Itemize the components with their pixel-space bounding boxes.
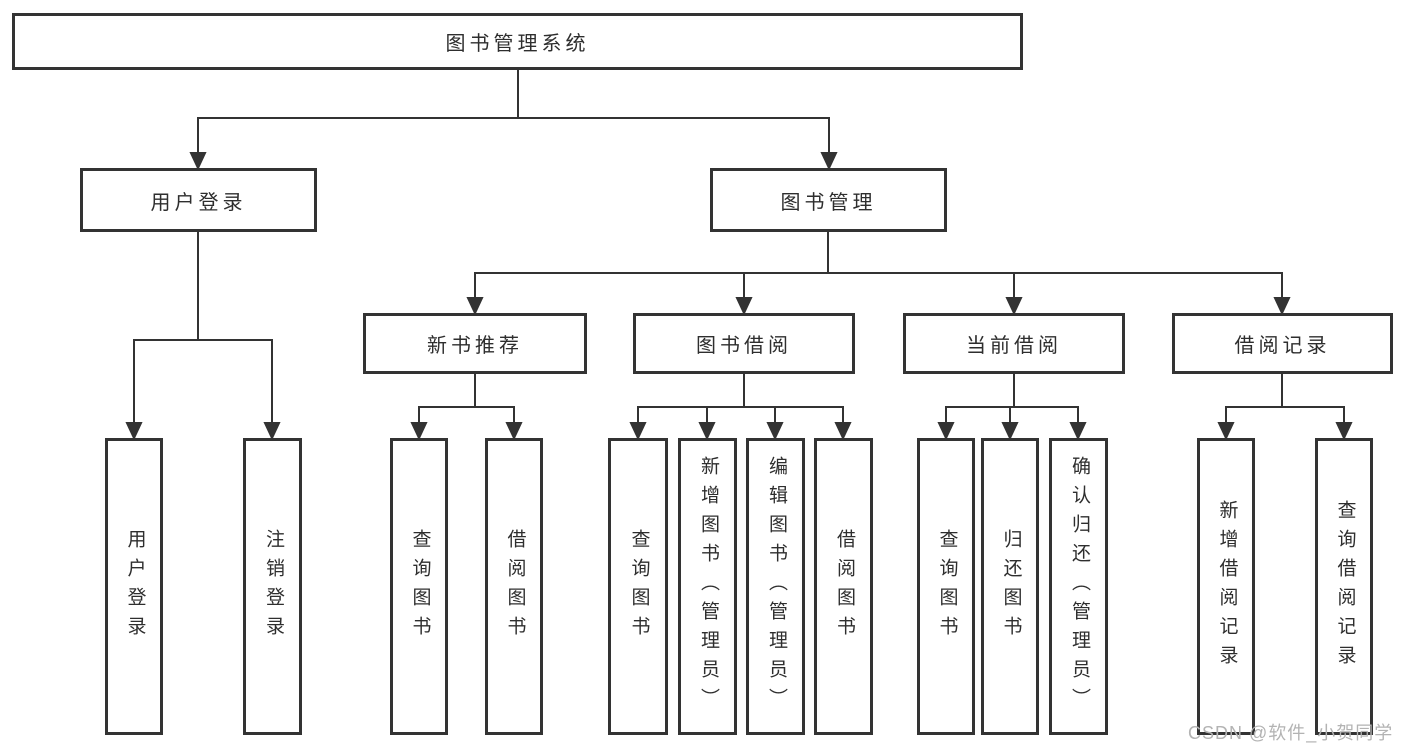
leaf-borrow-books-borrowing: 借阅图书: [814, 438, 873, 735]
leaf-return-book: 归还图书: [981, 438, 1039, 735]
leaf-logout-label: 注销登录: [262, 528, 284, 645]
leaf-borrow-books-recommend: 借阅图书: [485, 438, 543, 735]
leaf-add-book-admin: 新增图书（管理员）: [678, 438, 737, 735]
node-borrowing-records-label: 借阅记录: [1234, 335, 1331, 357]
leaf-query-books-current: 查询图书: [917, 438, 975, 735]
leaf-query-books-recommend-label: 查询图书: [409, 528, 431, 645]
leaf-query-borrow-record: 查询借阅记录: [1315, 438, 1373, 735]
node-root-library-system: 图书管理系统: [12, 13, 1023, 70]
leaf-add-borrow-record: 新增借阅记录: [1197, 438, 1255, 735]
leaf-query-books-current-label: 查询图书: [936, 528, 958, 645]
leaf-return-book-label: 归还图书: [1000, 528, 1022, 645]
leaf-edit-book-admin: 编辑图书（管理员）: [746, 438, 805, 735]
node-book-borrowing: 图书借阅: [633, 313, 855, 374]
leaf-query-books-borrowing: 查询图书: [608, 438, 668, 735]
node-borrowing-records: 借阅记录: [1172, 313, 1393, 374]
leaf-add-book-admin-label: 新增图书（管理员）: [697, 456, 719, 717]
leaf-confirm-return-admin-label: 确认归还（管理员）: [1068, 456, 1090, 717]
leaf-user-login: 用户登录: [105, 438, 163, 735]
leaf-edit-book-admin-label: 编辑图书（管理员）: [765, 456, 787, 717]
leaf-query-books-recommend: 查询图书: [390, 438, 448, 735]
node-book-management: 图书管理: [710, 168, 947, 232]
leaf-query-books-borrowing-label: 查询图书: [628, 528, 650, 645]
node-current-borrowing: 当前借阅: [903, 313, 1125, 374]
node-user-login: 用户登录: [80, 168, 317, 232]
leaf-borrow-books-borrowing-label: 借阅图书: [833, 528, 855, 645]
node-user-login-label: 用户登录: [150, 191, 247, 214]
node-book-management-label: 图书管理: [780, 191, 877, 214]
leaf-user-login-label: 用户登录: [124, 528, 146, 645]
leaf-confirm-return-admin: 确认归还（管理员）: [1049, 438, 1108, 735]
node-new-book-recommendation-label: 新书推荐: [427, 335, 523, 357]
leaf-logout: 注销登录: [243, 438, 302, 735]
leaf-query-borrow-record-label: 查询借阅记录: [1334, 499, 1356, 674]
leaf-borrow-books-recommend-label: 借阅图书: [504, 528, 526, 645]
node-new-book-recommendation: 新书推荐: [363, 313, 587, 374]
csdn-watermark: CSDN @软件_小贺同学: [1188, 723, 1394, 743]
node-book-borrowing-label: 图书借阅: [696, 335, 792, 357]
leaf-add-borrow-record-label: 新增借阅记录: [1216, 499, 1238, 674]
node-current-borrowing-label: 当前借阅: [966, 335, 1062, 357]
node-root-label: 图书管理系统: [445, 33, 590, 55]
